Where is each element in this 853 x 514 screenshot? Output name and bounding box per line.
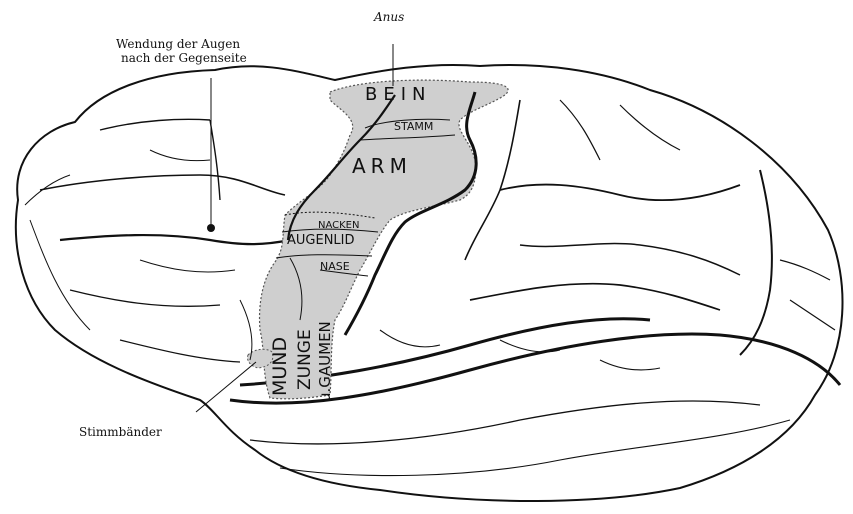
region-label-zunge: ZUNGE <box>295 329 315 390</box>
region-label-augenlid: AUGENLID <box>287 233 355 248</box>
region-label-gaumen: u.GAUMEN <box>316 321 334 402</box>
region-label-nase: NASE <box>320 260 350 273</box>
vocal-cords-label: Stimmbänder <box>79 425 162 439</box>
region-label-arm: ARM <box>352 154 412 178</box>
region-label-nacken: NACKEN <box>318 220 359 231</box>
eye-turn-label-line2: nach der Gegenseite <box>121 51 247 65</box>
eye-turn-dot <box>207 224 215 232</box>
region-label-mund: MUND <box>269 337 291 396</box>
region-label-stamm: STAMM <box>394 120 433 133</box>
anus-label: Anus <box>374 10 404 24</box>
region-label-bein: BEIN <box>365 84 432 105</box>
eye-turn-label-line1: Wendung der Augen <box>116 37 240 51</box>
